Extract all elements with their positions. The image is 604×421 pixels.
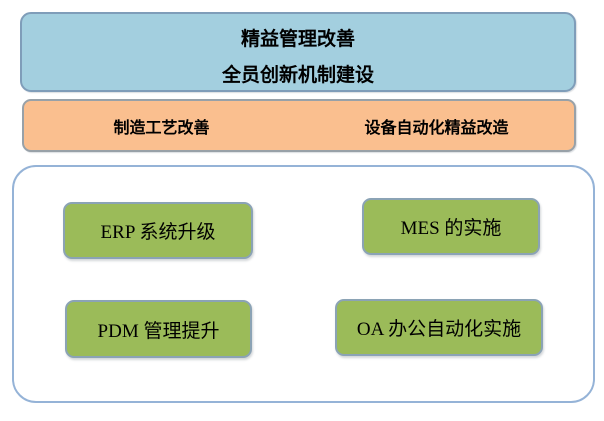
box-oa-office-automation: OA 办公自动化实施 — [335, 299, 543, 356]
box-erp-upgrade: ERP 系统升级 — [63, 202, 253, 259]
top-banner-line-2: 全员创新机制建设 — [221, 65, 374, 86]
top-banner-lean-management: 精益管理改善 全员创新机制建设 — [20, 12, 576, 92]
middle-banner-item-manufacturing-process: 制造工艺改善 — [113, 119, 210, 137]
middle-banner-item-equipment-automation: 设备自动化精益改造 — [364, 119, 509, 137]
box-mes-implementation: MES 的实施 — [362, 198, 540, 255]
top-banner-line-1: 精益管理改善 — [240, 29, 355, 50]
middle-banner-process-improvement: 制造工艺改善 设备自动化精益改造 — [22, 99, 576, 152]
box-pdm-improvement: PDM 管理提升 — [65, 300, 252, 358]
